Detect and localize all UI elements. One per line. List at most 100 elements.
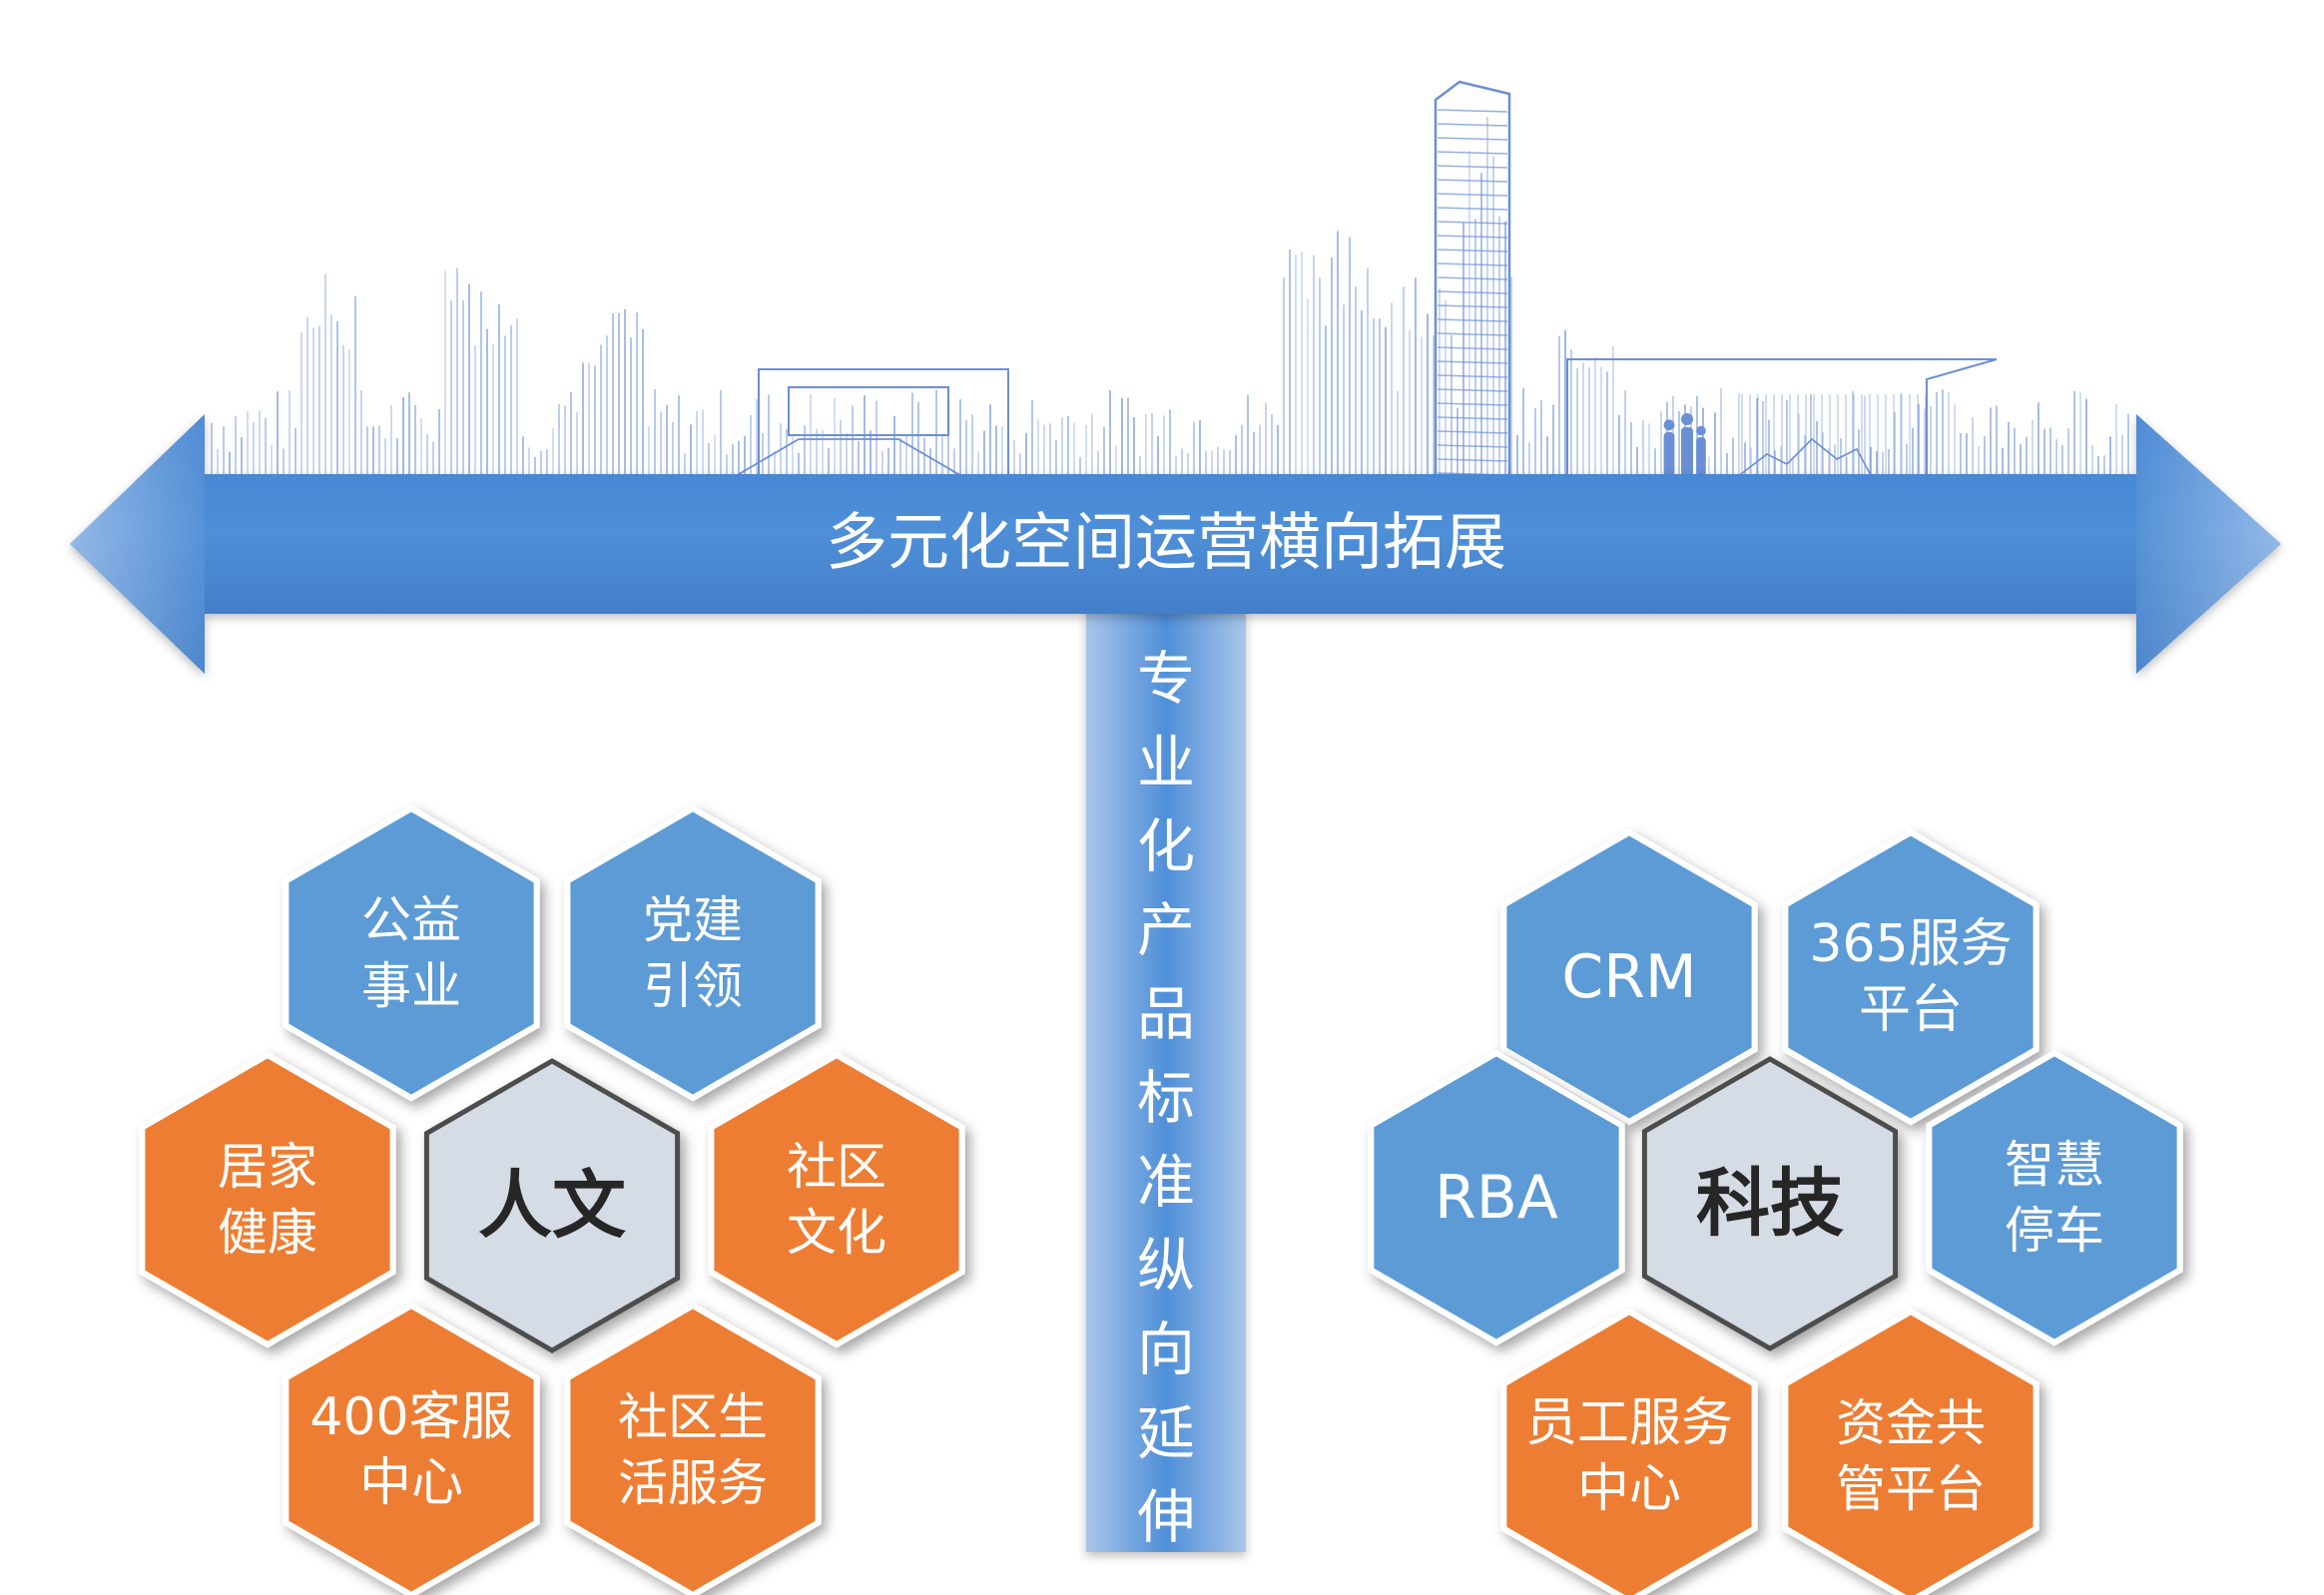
hex-label: 活服务 bbox=[618, 1454, 768, 1512]
hex-label: 公益 bbox=[361, 891, 461, 949]
hex-label: 事业 bbox=[361, 957, 461, 1015]
hex-label: CRM bbox=[1561, 942, 1696, 1012]
hexagon-orange bbox=[1500, 1308, 1758, 1595]
skyline-tower-floor bbox=[1437, 263, 1508, 266]
skyline-tower-floor bbox=[1437, 402, 1508, 406]
skyline-tower-floor bbox=[1437, 221, 1508, 225]
skyline-pavilion bbox=[1566, 358, 1998, 477]
hex-label: 中心 bbox=[359, 1453, 463, 1513]
vertical-axis-char: 业 bbox=[1137, 729, 1195, 797]
vertical-axis-char: 品 bbox=[1137, 980, 1195, 1048]
hex-label: 365服务 bbox=[1809, 914, 2012, 974]
skyline-tower-floor bbox=[1437, 235, 1508, 239]
hex-label: 健康 bbox=[218, 1204, 317, 1262]
hexagon-blue bbox=[1368, 1049, 1625, 1346]
hex-cell-mid-left: RBA bbox=[1368, 1049, 1625, 1346]
skyline-tower-floor bbox=[1437, 207, 1508, 211]
skyline-person-head bbox=[1696, 425, 1706, 436]
skyline-hills bbox=[1736, 437, 1873, 478]
hex-label: 管平台 bbox=[1836, 1460, 1986, 1518]
hex-center: 科技 bbox=[1641, 1056, 1899, 1351]
skyline-tower-floor bbox=[1437, 430, 1508, 434]
skyline-tower-floor bbox=[1437, 332, 1508, 336]
vertical-axis-char: 向 bbox=[1137, 1316, 1195, 1383]
vertical-axis-char: 化 bbox=[1137, 812, 1195, 880]
skyline-tower-floor bbox=[1437, 416, 1508, 420]
hexagon-center bbox=[423, 1058, 681, 1353]
cluster-center-label: 人文 bbox=[478, 1163, 626, 1249]
hex-label: 400客服 bbox=[309, 1387, 512, 1447]
hex-label: 社区生 bbox=[618, 1388, 768, 1446]
skyline-tower-floor bbox=[1437, 193, 1508, 197]
skyline-tower-floor bbox=[1437, 109, 1508, 113]
skyline-tower-floor bbox=[1437, 304, 1508, 308]
skyline-tower-floor bbox=[1437, 249, 1508, 253]
hex-label: 党建 bbox=[643, 891, 743, 949]
horizontal-axis-arrow bbox=[70, 414, 2281, 674]
hex-label: 引领 bbox=[643, 957, 743, 1015]
skyline-person-body bbox=[1696, 437, 1706, 477]
vertical-axis-char: 标 bbox=[1137, 1064, 1195, 1132]
hex-label: 智慧 bbox=[2005, 1136, 2104, 1194]
hexagon-orange bbox=[1782, 1308, 2039, 1595]
vertical-axis-char: 纵 bbox=[1137, 1232, 1195, 1300]
skyline-tower-floor bbox=[1437, 123, 1508, 127]
skyline-tower-floor bbox=[1437, 290, 1508, 294]
skyline-person-body bbox=[1663, 432, 1675, 477]
vertical-axis-char: 延 bbox=[1137, 1399, 1195, 1467]
hex-label: 平台 bbox=[1859, 980, 1963, 1040]
hexagon-blue bbox=[283, 804, 540, 1102]
hexagon-blue bbox=[564, 804, 822, 1102]
hex-label: 员工服务 bbox=[1525, 1393, 1733, 1453]
skyline-tower-floor bbox=[1437, 374, 1508, 378]
vertical-axis-char: 专 bbox=[1137, 645, 1195, 713]
hex-label: 中心 bbox=[1577, 1459, 1681, 1519]
skyline-tower-floor bbox=[1437, 444, 1508, 448]
hexagon-blue bbox=[1500, 828, 1758, 1126]
hex-label: 文化 bbox=[787, 1204, 886, 1262]
hexagon-blue bbox=[1926, 1049, 2183, 1346]
hex-label: RBA bbox=[1435, 1163, 1558, 1233]
hexagon-orange bbox=[708, 1051, 965, 1348]
hexagon-orange bbox=[283, 1302, 540, 1595]
hex-label: 停车 bbox=[2005, 1202, 2104, 1260]
skyline-tower-floor bbox=[1437, 165, 1508, 169]
skyline-tower-floor bbox=[1437, 346, 1508, 350]
hex-label: 社区 bbox=[787, 1138, 886, 1196]
vertical-axis-char: 准 bbox=[1137, 1148, 1195, 1216]
horizontal-axis-label: 多元化空间运营横向拓展 bbox=[826, 506, 1506, 579]
cluster-center-label: 科技 bbox=[1696, 1161, 1844, 1247]
hex-label: 资金共 bbox=[1836, 1394, 1986, 1452]
skyline-tower-floor bbox=[1437, 458, 1508, 462]
skyline-tower-floor bbox=[1437, 388, 1508, 392]
skyline-tower-floor bbox=[1437, 179, 1508, 183]
hex-center: 人文 bbox=[423, 1058, 681, 1353]
skyline-tower-floor bbox=[1437, 360, 1508, 364]
skyline-gate-left bbox=[758, 368, 1009, 477]
vertical-axis-arrow bbox=[1086, 609, 1246, 1552]
hexagon-orange bbox=[139, 1051, 396, 1348]
skyline-tower-floor bbox=[1437, 318, 1508, 322]
skyline-person-head bbox=[1681, 413, 1693, 425]
hexagon-center bbox=[1641, 1056, 1899, 1351]
hex-label: 居家 bbox=[218, 1138, 317, 1196]
skyline-person-head bbox=[1663, 419, 1675, 431]
city-skyline-illustration bbox=[205, 80, 2136, 479]
skyline-gate-opening bbox=[788, 386, 949, 436]
hex-cell-top-left: CRM bbox=[1500, 828, 1758, 1126]
skyline-tower-floor bbox=[1437, 276, 1508, 280]
hexagon-orange bbox=[564, 1302, 822, 1595]
